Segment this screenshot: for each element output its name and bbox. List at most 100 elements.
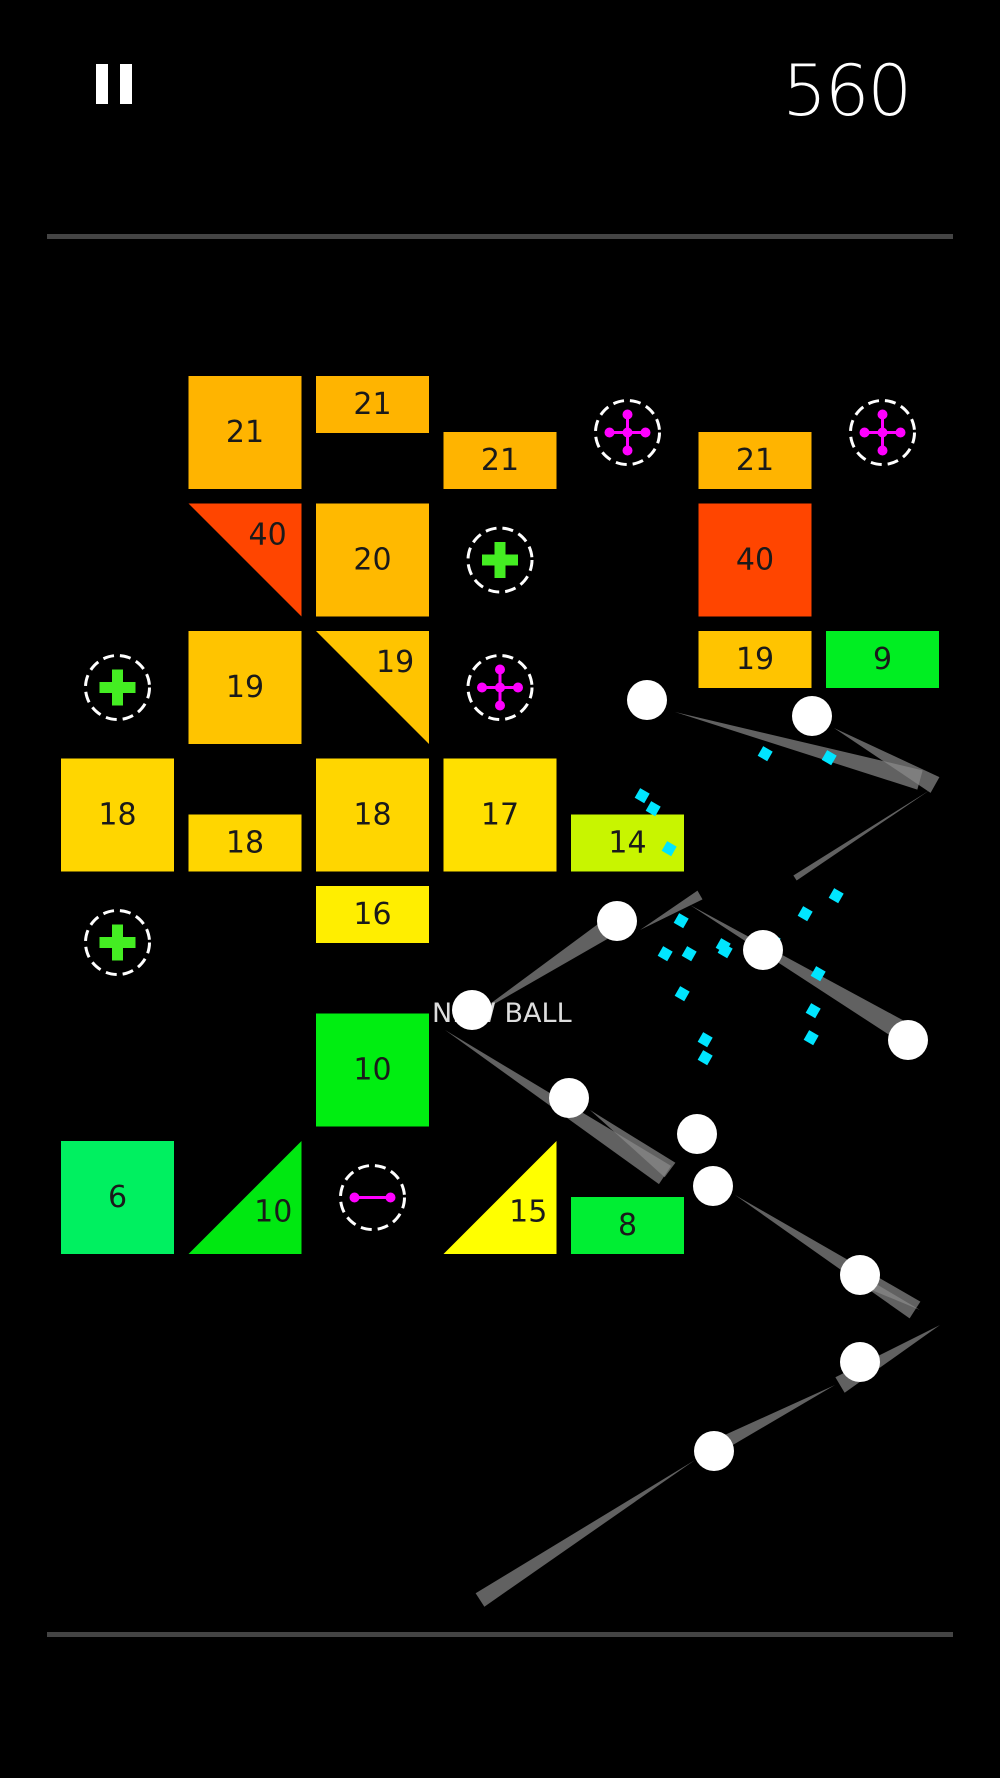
ball-trail bbox=[735, 1195, 921, 1319]
plus-icon bbox=[99, 924, 136, 961]
particle bbox=[657, 946, 673, 962]
brick: 19 bbox=[188, 631, 302, 744]
balls-layer bbox=[452, 680, 928, 1471]
brick-value: 18 bbox=[353, 798, 391, 833]
brick-value: 10 bbox=[353, 1053, 391, 1088]
ball bbox=[627, 680, 667, 720]
ball bbox=[743, 930, 783, 970]
horizontal-laser-icon bbox=[349, 1192, 396, 1203]
brick: 10 bbox=[316, 1013, 429, 1127]
brick-value: 17 bbox=[481, 798, 519, 833]
bricks-layer: 21 21 21 21 40 20 40 19 19 19 9 18 18 18 17 14 16 10 6 10 15… bbox=[61, 376, 939, 1254]
brick: 8 bbox=[571, 1197, 684, 1254]
brick: 14 bbox=[571, 814, 684, 872]
brick-value: 18 bbox=[226, 826, 264, 861]
brick-value: 6 bbox=[108, 1180, 127, 1215]
particle bbox=[674, 986, 690, 1002]
ball bbox=[840, 1342, 880, 1382]
pause-icon bbox=[96, 64, 108, 104]
ball-trail bbox=[868, 1281, 920, 1310]
brick: 40 bbox=[698, 503, 812, 617]
brick: 21 bbox=[188, 376, 302, 489]
add-ball-powerup bbox=[466, 526, 534, 594]
horizontal-laser-powerup bbox=[339, 1164, 406, 1231]
particle bbox=[810, 966, 826, 982]
ball-trail bbox=[475, 922, 610, 1015]
ball bbox=[597, 901, 637, 941]
particle bbox=[673, 913, 689, 929]
particle bbox=[803, 1030, 819, 1046]
pause-button[interactable] bbox=[92, 60, 142, 110]
ball bbox=[549, 1078, 589, 1118]
brick: 40 bbox=[188, 503, 302, 617]
brick-value: 21 bbox=[353, 387, 391, 422]
particle bbox=[805, 1003, 821, 1019]
ball-trail bbox=[690, 905, 906, 1039]
brick-value: 19 bbox=[226, 670, 264, 705]
split-powerup bbox=[594, 399, 661, 466]
split-icon bbox=[477, 664, 523, 711]
brick-value: 14 bbox=[608, 826, 646, 861]
ball-trail bbox=[475, 1460, 695, 1607]
brick-value: 16 bbox=[353, 897, 391, 932]
brick-value: 21 bbox=[481, 443, 519, 478]
particle bbox=[697, 1032, 713, 1048]
add-ball-powerup bbox=[84, 654, 151, 721]
brick-value: 10 bbox=[254, 1195, 292, 1230]
plus-icon bbox=[482, 542, 518, 578]
brick: 15 bbox=[443, 1141, 557, 1254]
ball-trail bbox=[640, 890, 703, 930]
particle bbox=[828, 888, 844, 904]
particle bbox=[681, 946, 697, 962]
ball bbox=[677, 1114, 717, 1154]
ball bbox=[792, 696, 832, 736]
powerups-layer bbox=[84, 399, 916, 1231]
ball-trail bbox=[590, 1110, 676, 1178]
brick: 21 bbox=[698, 432, 812, 489]
brick-value: 21 bbox=[226, 415, 264, 450]
ball-trail bbox=[793, 790, 930, 881]
brick: 20 bbox=[316, 503, 429, 617]
ball bbox=[452, 990, 492, 1030]
particle bbox=[645, 801, 661, 817]
brick: 19 bbox=[316, 631, 429, 744]
brick: 18 bbox=[61, 758, 174, 872]
brick-value: 19 bbox=[376, 645, 414, 680]
particle bbox=[821, 750, 837, 766]
brick-value: 40 bbox=[736, 543, 774, 578]
ball-trail bbox=[834, 728, 940, 793]
split-powerup bbox=[849, 399, 916, 466]
ball bbox=[694, 1431, 734, 1471]
score-counter: 560 bbox=[782, 50, 912, 132]
brick: 19 bbox=[698, 631, 812, 688]
brick: 21 bbox=[316, 376, 429, 433]
split-icon bbox=[604, 409, 651, 456]
ball bbox=[888, 1020, 928, 1060]
brick: 21 bbox=[443, 432, 557, 489]
brick: 6 bbox=[61, 1141, 174, 1254]
particle bbox=[717, 943, 733, 959]
brick-value: 15 bbox=[509, 1195, 547, 1230]
brick-value: 19 bbox=[736, 642, 774, 677]
particle-effects bbox=[634, 746, 844, 1066]
top-boundary bbox=[47, 234, 953, 239]
brick: 17 bbox=[443, 758, 557, 872]
brick-value: 9 bbox=[873, 642, 892, 677]
brick-value: 8 bbox=[618, 1208, 637, 1243]
bottom-boundary bbox=[47, 1632, 953, 1637]
brick-value: 20 bbox=[353, 543, 391, 578]
particle bbox=[634, 788, 650, 804]
brick-value: 21 bbox=[736, 443, 774, 478]
brick: 18 bbox=[188, 814, 302, 872]
brick: 18 bbox=[316, 758, 429, 872]
ball bbox=[693, 1166, 733, 1206]
plus-icon bbox=[99, 669, 136, 706]
brick: 10 bbox=[188, 1141, 302, 1254]
particle bbox=[797, 906, 813, 922]
brick: 9 bbox=[826, 631, 939, 688]
split-icon bbox=[859, 409, 906, 456]
particle bbox=[757, 746, 773, 762]
split-powerup bbox=[466, 654, 534, 721]
brick-value: 40 bbox=[249, 518, 287, 553]
